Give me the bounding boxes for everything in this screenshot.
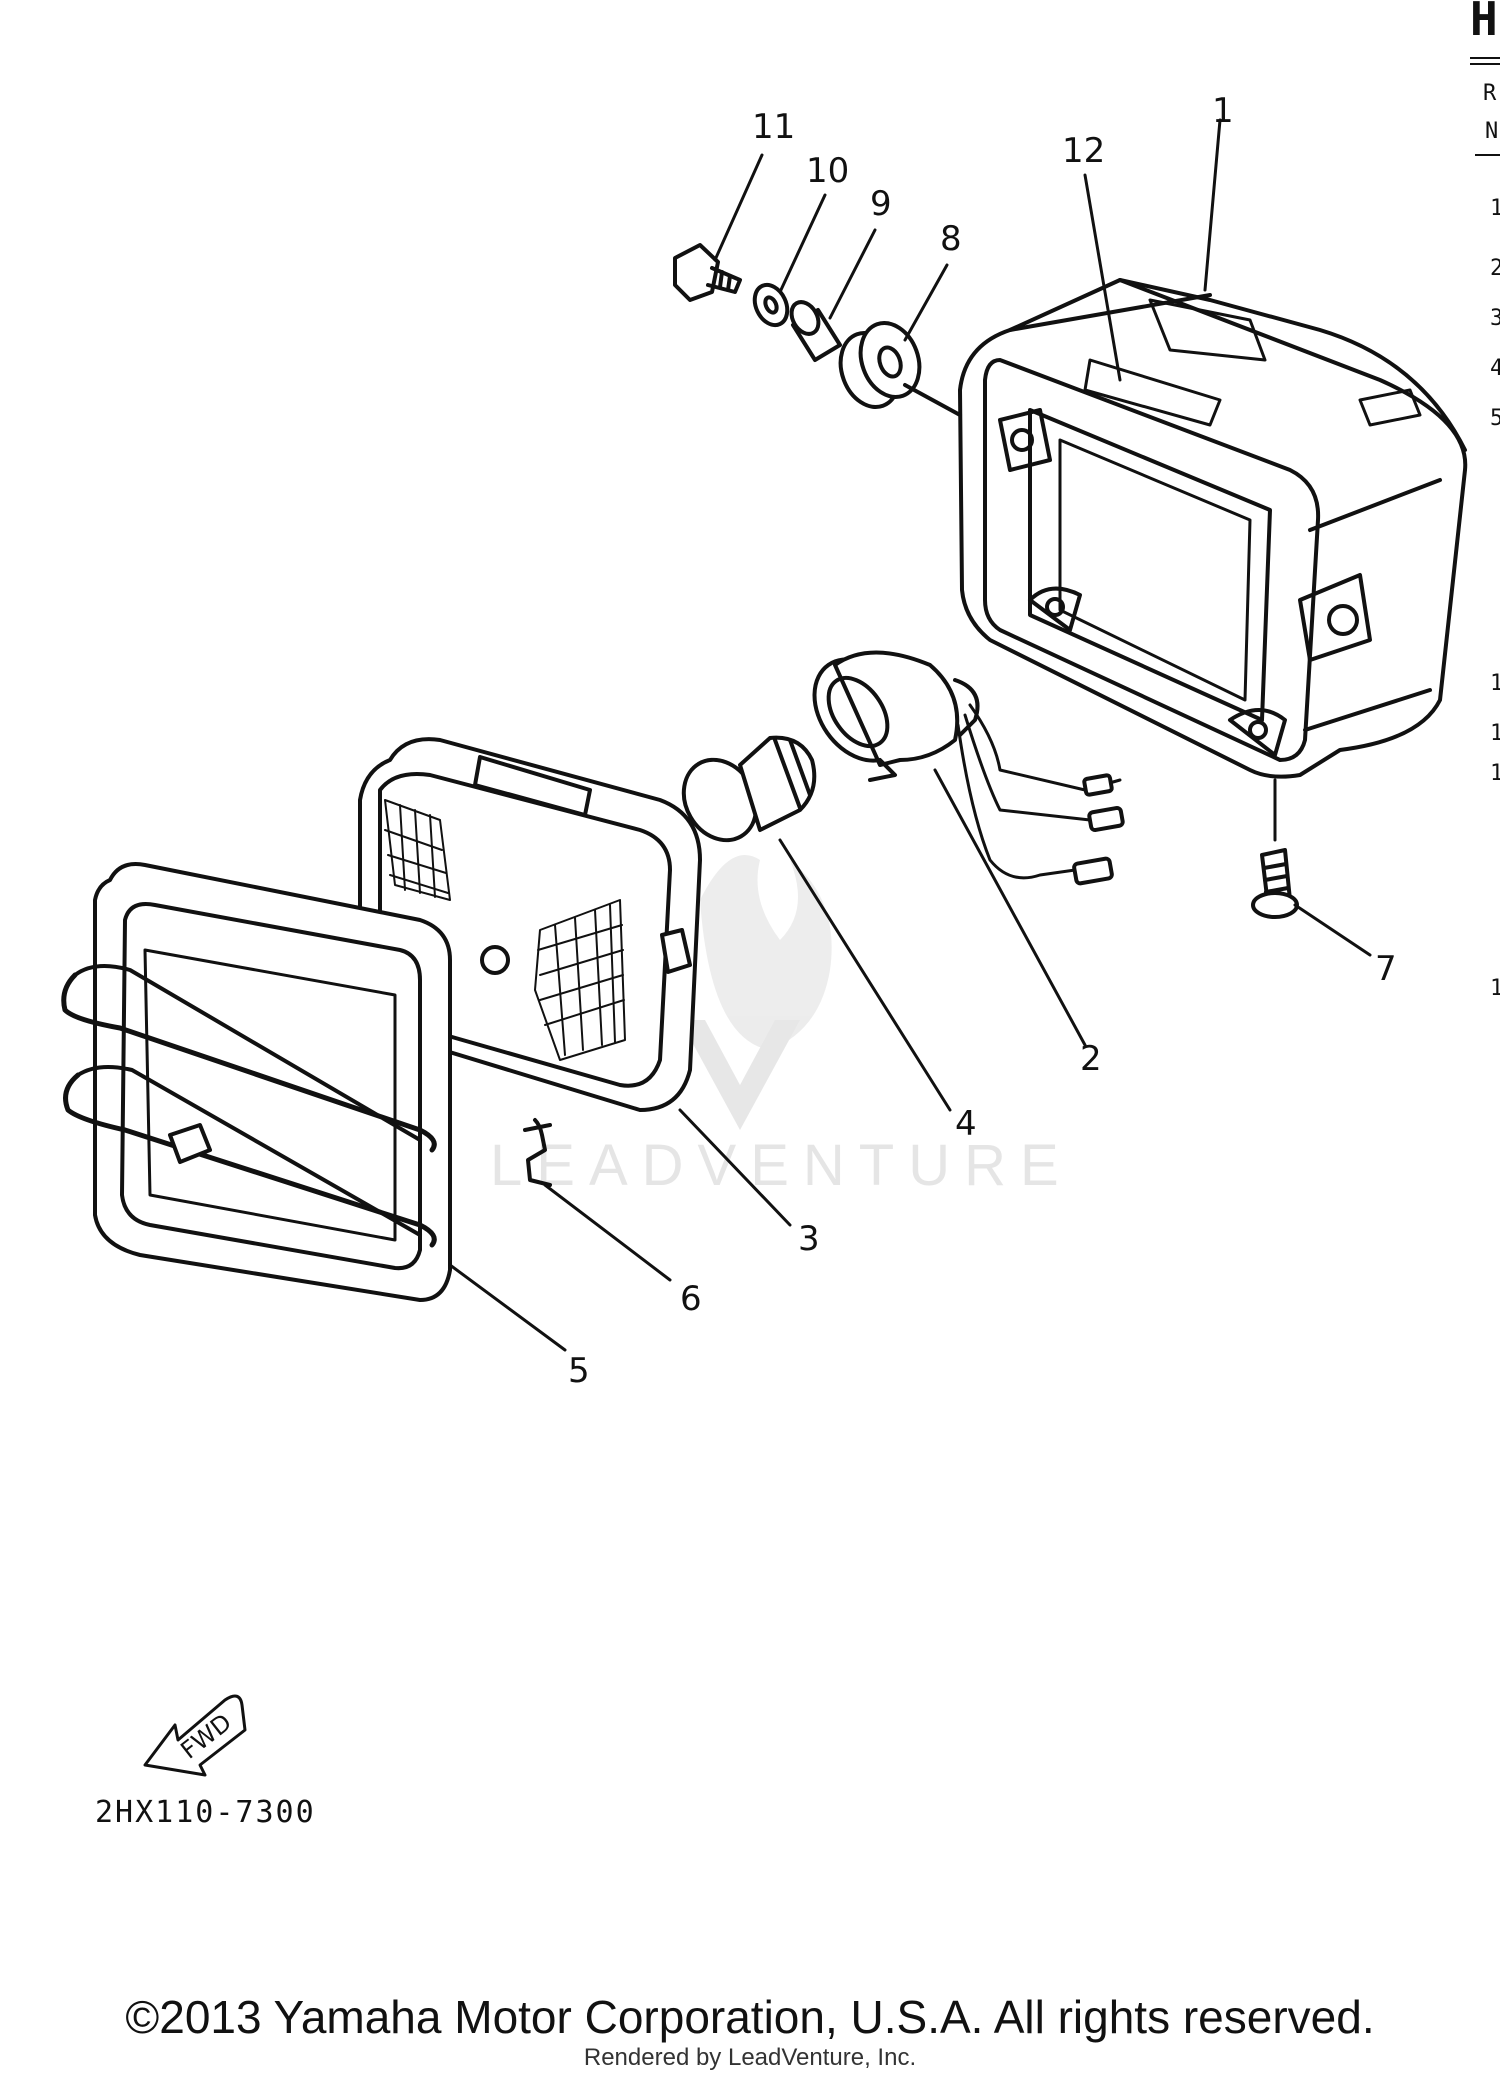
watermark-text: LEADVENTURE [490,1133,1073,1198]
edge-row: 1 [1490,976,1500,1001]
part-8-grommet [838,321,962,417]
part-1-headlight-housing [958,278,1468,779]
part-10-washer [752,282,790,328]
leader-lines [448,118,1372,1352]
edge-row: 2 [1490,256,1500,281]
callout-2: 2 [1080,1039,1102,1079]
callout-12: 12 [1062,131,1105,171]
edge-col-1: R [1483,81,1497,106]
callout-8: 8 [940,219,962,259]
part-7-screw [1251,778,1299,919]
copyright-notice: ©2013 Yamaha Motor Corporation, U.S.A. A… [125,1991,1375,2043]
part-2-bulb-socket [812,650,1125,886]
edge-row: 1 [1490,196,1500,221]
callout-11: 11 [752,107,795,147]
fwd-arrow: FWD [143,1694,247,1777]
callout-4: 4 [955,1104,977,1144]
part-4-bulb [681,735,817,843]
part-6-spring-clip [523,1118,552,1187]
edge-heading: H [1470,0,1498,46]
edge-row: 1 [1490,761,1500,786]
callout-7: 7 [1375,949,1397,989]
edge-row: 3 [1490,306,1500,331]
part-9-collar [789,300,842,362]
edge-row: 1 [1490,671,1500,696]
callout-numbers: 1 2 3 4 5 6 7 8 9 10 11 12 [568,91,1397,1391]
edge-col-2: N [1485,119,1498,144]
callout-5: 5 [568,1351,590,1391]
edge-row: 4 [1490,356,1500,381]
callout-9: 9 [870,184,892,224]
part-5-headlight-rim [61,862,452,1302]
rendered-by-notice: Rendered by LeadVenture, Inc. [583,2044,917,2071]
cropped-parts-table-edge: H R N 1 2 3 4 5 1 1 1 1 [1470,0,1500,1001]
callout-6: 6 [680,1279,702,1319]
part-11-bolt [673,243,742,302]
leadventure-watermark: LEADVENTURE [490,855,1073,1198]
callout-10: 10 [806,151,849,191]
callout-3: 3 [798,1219,820,1259]
diagram-code: 2HX110-7300 [95,1795,316,1830]
edge-row: 1 [1490,721,1500,746]
edge-row: 5 [1490,406,1500,431]
callout-1: 1 [1212,91,1234,131]
